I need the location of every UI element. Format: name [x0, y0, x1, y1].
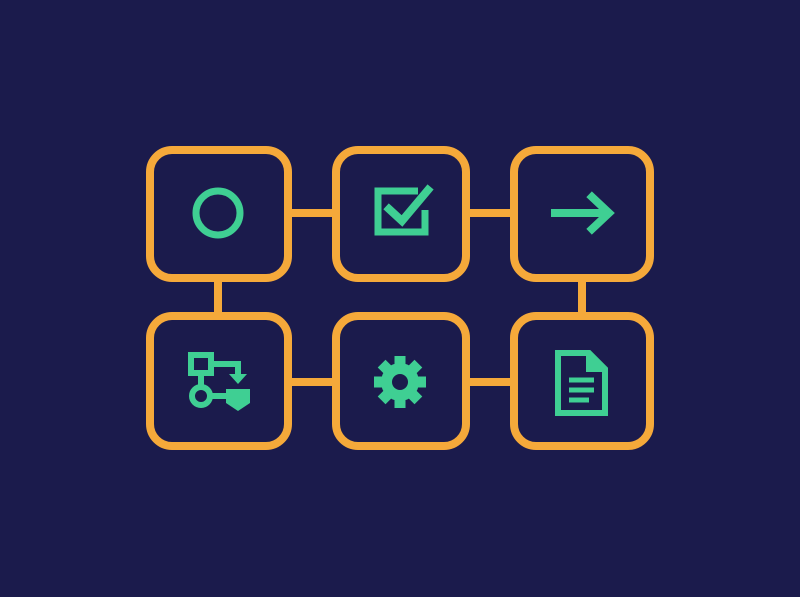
icon-layer — [188, 184, 615, 416]
node-box-checkbox — [332, 146, 470, 282]
connector-lines — [214, 209, 586, 386]
workflow-branch-icon — [188, 352, 250, 411]
node-box-workflow — [146, 312, 292, 450]
checkbox-icon — [374, 184, 434, 236]
node-boxes — [146, 146, 654, 450]
document-icon — [555, 350, 608, 416]
circle-icon — [192, 187, 244, 239]
gear-icon — [374, 356, 426, 408]
arrow-right-icon — [551, 191, 615, 235]
node-box-circle — [146, 146, 292, 282]
